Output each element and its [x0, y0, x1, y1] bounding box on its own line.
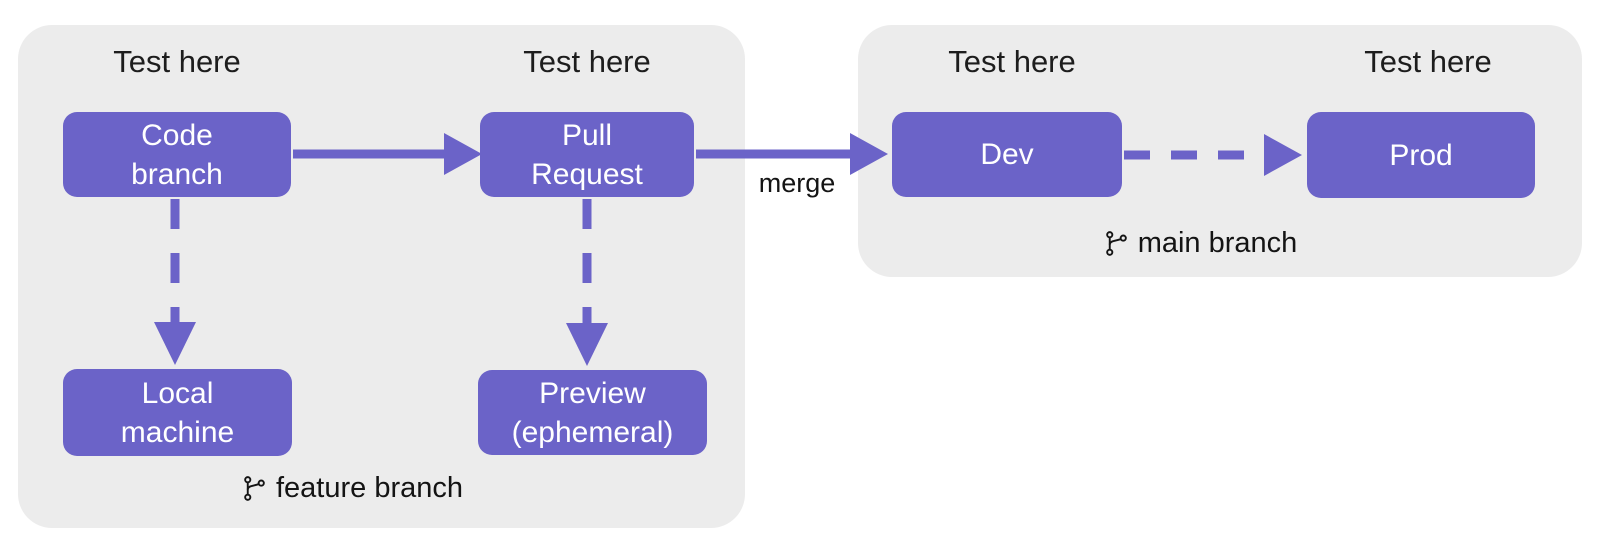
node-local-machine: Local machine: [63, 369, 292, 456]
merge-edge-label: merge: [758, 168, 836, 198]
node-dev: Dev: [892, 112, 1122, 197]
node-local-machine-line2: machine: [120, 415, 235, 449]
node-preview-line2: (ephemeral): [511, 415, 674, 449]
git-branch-icon: [244, 476, 265, 501]
test-here-label-prod: Test here: [1364, 44, 1492, 79]
node-dev-label: Dev: [980, 138, 1034, 171]
main-branch-label: main branch: [1050, 227, 1350, 260]
node-code-branch-line2: branch: [131, 157, 223, 191]
node-local-machine-line1: Local: [141, 376, 214, 410]
node-pull-request: Pull Request: [480, 112, 694, 197]
node-preview-ephemeral: Preview (ephemeral): [478, 370, 707, 455]
main-branch-label-text: main branch: [1137, 227, 1298, 259]
node-pull-request-line1: Pull: [561, 118, 613, 152]
node-prod-label: Prod: [1389, 138, 1453, 172]
test-here-label-code-branch: Test here: [113, 44, 241, 79]
node-code-branch: Code branch: [63, 112, 291, 197]
feature-branch-label-text: feature branch: [275, 472, 463, 504]
test-here-label-dev: Test here: [948, 44, 1076, 79]
node-pull-request-line2: Request: [531, 157, 643, 191]
node-prod: Prod: [1307, 112, 1535, 198]
node-preview-line1: Preview: [539, 376, 646, 410]
feature-branch-label: feature branch: [202, 472, 502, 505]
test-here-label-pull-request: Test here: [523, 44, 651, 79]
git-branch-icon: [1105, 231, 1127, 256]
node-code-branch-line1: Code: [141, 118, 213, 152]
